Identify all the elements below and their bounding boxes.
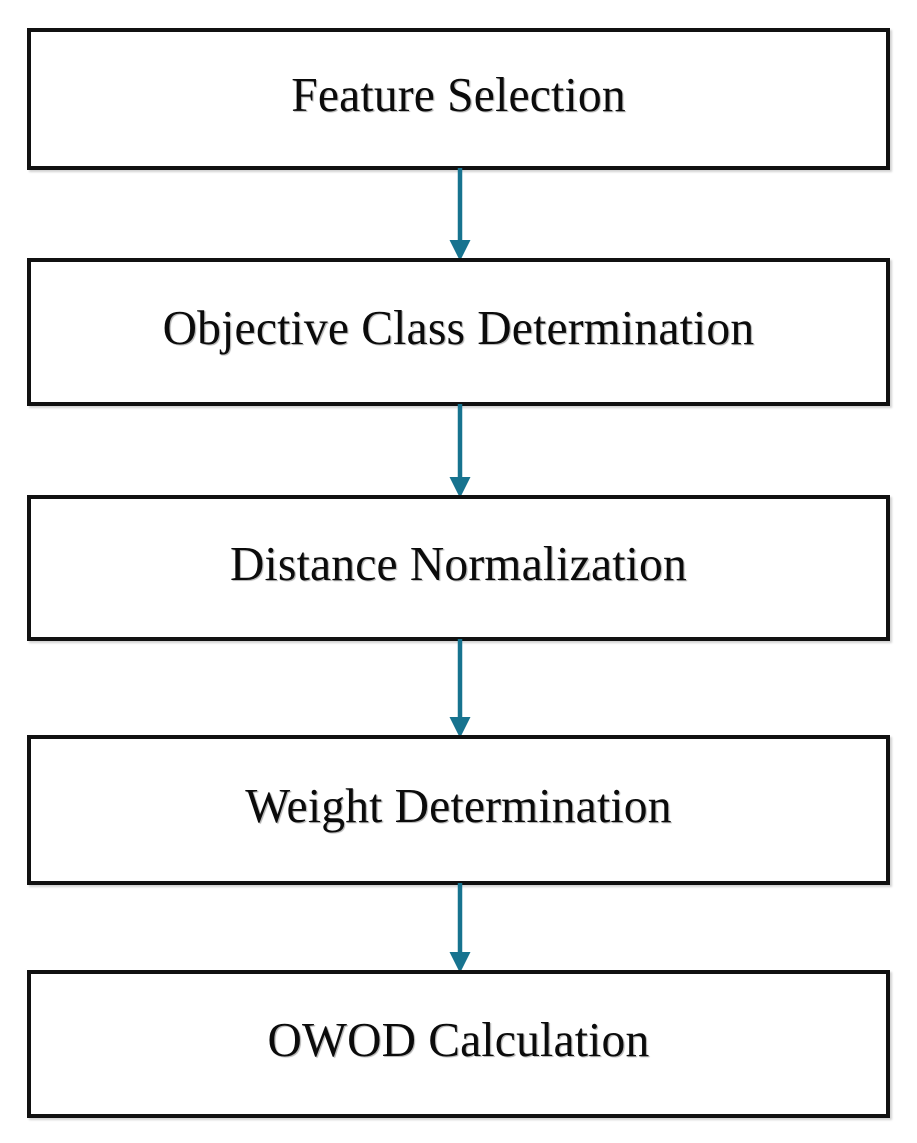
down-arrow-icon [449, 404, 471, 498]
down-arrow-icon [449, 168, 471, 261]
flow-arrow-weight-determination-to-owod-calculation [440, 883, 480, 974]
flow-arrow-objective-class-determination-to-distance-normalization [440, 404, 480, 499]
flow-node-label: Objective Class Determination [162, 300, 755, 356]
flow-node-distance-normalization[interactable]: Distance Normalization [27, 495, 890, 641]
flow-node-label: OWOD Calculation [267, 1012, 650, 1068]
flow-node-objective-class-determination[interactable]: Objective Class Determination [27, 258, 890, 406]
flow-arrow-feature-selection-to-objective-class-determination [440, 168, 480, 262]
flow-node-owod-calculation[interactable]: OWOD Calculation [27, 970, 890, 1118]
down-arrow-icon [449, 883, 471, 973]
down-arrow-icon [449, 639, 471, 738]
flow-node-label: Feature Selection [291, 67, 626, 123]
flow-node-label: Distance Normalization [230, 536, 687, 592]
flow-node-label: Weight Determination [245, 778, 672, 834]
flow-arrow-distance-normalization-to-weight-determination [440, 639, 480, 739]
flow-node-feature-selection[interactable]: Feature Selection [27, 28, 890, 170]
flow-node-weight-determination[interactable]: Weight Determination [27, 735, 890, 885]
